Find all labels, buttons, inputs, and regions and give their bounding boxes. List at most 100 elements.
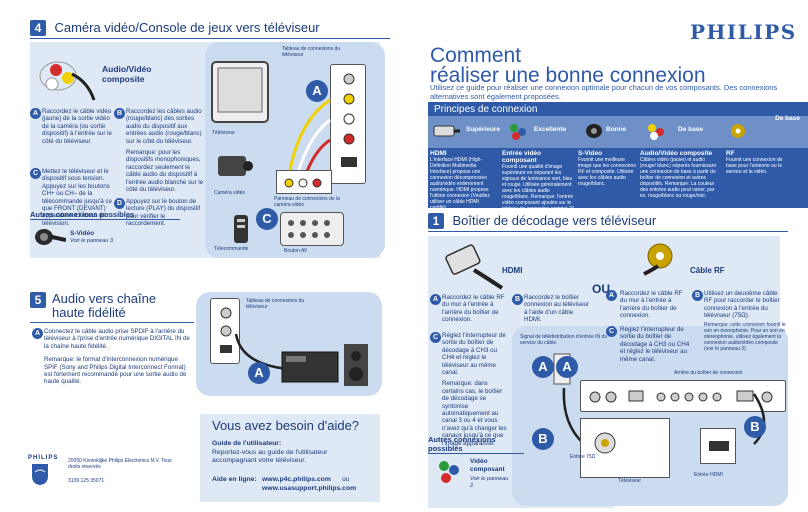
rf-instr-C: C Réglez l'interrupteur de sortie du boî… (606, 326, 690, 363)
col-svideo-text: Fournit une meilleure image que les conn… (578, 157, 636, 187)
hdmi-input-image (700, 428, 736, 464)
section5-rule (30, 322, 194, 323)
quality-1: Supérieure (466, 126, 500, 133)
av-cable-image (36, 52, 98, 102)
hdmi-instr-B-text: Raccordez le boîtier connexion au télévi… (524, 294, 590, 324)
s5-instr-A: A Connectez le câble audio prise SPDIF à… (32, 328, 192, 386)
svideo-cable-icon (582, 120, 612, 142)
rf-instr-A: A Raccordez le câble RF du mur à l'entré… (606, 290, 690, 320)
section5-title: Audio vers chaîne haute fidélité (52, 291, 157, 320)
component-plug-image (434, 456, 468, 486)
hdmi-note: Remarque: dans certains cas, le boîtier … (442, 380, 507, 447)
instr-B: B Raccordez les câbles audio (rouge/blan… (114, 108, 206, 193)
televiseur-label: Téléviseur (618, 478, 642, 484)
rf-instr-B-text: Utilisez un deuxième câble RF pour racco… (704, 290, 780, 320)
step-B-badge: B (114, 108, 125, 119)
help-guide-heading: Guide de l'utilisateur: (212, 440, 282, 447)
help-guide-text: Reportez-vous au guide de l'utilisateur … (212, 449, 328, 464)
help-box (200, 414, 380, 502)
tv-label: Téléviseur (212, 130, 236, 136)
instr-A-text: Raccordez le câble vidéo (jaune) de la s… (42, 108, 112, 145)
svideo-sub: Voir le panneau 3. (70, 238, 115, 244)
rf-note: Remarque: cette connexion fournit le son… (704, 321, 786, 352)
left-page: 4 Caméra vidéo/Console de jeux vers télé… (28, 19, 390, 502)
rf-step-A-badge: A (606, 290, 617, 301)
col-svideo-heading: S-Video (578, 150, 603, 157)
section5-header: 5 Audio vers chaîne haute fidélité (30, 292, 190, 320)
av-cables-drawing (270, 90, 340, 180)
col-hdmi: HDMI L'interface HDMI (High-Definition M… (430, 150, 498, 211)
footer-code: 3139 125 35071 (68, 478, 105, 484)
hifi-image (272, 342, 372, 388)
instr-D: D Appuyez sur le bouton de lecture (PLAY… (114, 198, 206, 228)
remote-keypad-image (280, 212, 344, 246)
cable-box-back-image (580, 380, 786, 412)
s5-step-A-badge: A (32, 328, 43, 339)
step-D-badge: D (114, 198, 125, 209)
tv-connector-panel (330, 64, 366, 184)
col-hdmi-heading: HDMI (430, 150, 447, 157)
remote-label: Télecommande (214, 246, 249, 252)
quality-5: De base (775, 115, 800, 122)
instr-B-note: Remarque: pour les dispositifs monophoni… (126, 149, 204, 194)
help-url1[interactable]: www.p4c.philips.com (262, 476, 331, 483)
rf-plug-image (636, 240, 690, 280)
s5-note: Remarque: le format d'interconnexion num… (44, 356, 187, 386)
col-svideo: S-Video Fournit une meilleure image que … (578, 150, 636, 187)
or-label: OU (592, 282, 610, 296)
help-online-heading: Aide en ligne: (212, 476, 257, 483)
col-composite-text: Câbles vidéo (jaune) et audio (rouge/ bl… (640, 157, 716, 199)
section4-title: Caméra vidéo/Console de jeux vers télévi… (54, 20, 320, 35)
instr-C: C Mettez le téléviseur et le dispositif … (30, 168, 114, 227)
diagram-A-marker: A (306, 80, 328, 102)
help-url2[interactable]: www.usasupport.philips.com (262, 485, 357, 492)
step-A-badge: A (30, 108, 41, 119)
hdmi-instr-C-text: Réglez l'interrupteur de sortie du boîti… (442, 332, 506, 377)
component-cable-icon (506, 120, 536, 142)
rf-instr-C-text: Réglez l'interrupteur de sortie du boîti… (620, 326, 690, 363)
diagram-B-right: B (744, 416, 766, 438)
col-rf-text: Fournit une connexion de base pour l'ant… (726, 157, 783, 175)
footer-shield-logo (30, 462, 50, 486)
entree-hdmi-label: Entrée HDMI (694, 472, 723, 478)
signal-label: Signal de télédistribution d'entrée IN d… (520, 334, 608, 346)
cable-rf-label: Câble RF (690, 266, 725, 275)
diagram-A-left: A (532, 356, 554, 378)
av-button-label: Bouton AV (284, 248, 308, 254)
composite-cable-icon (644, 120, 674, 142)
vc-sub: Voir le panneau 2. (470, 476, 509, 489)
hdmi-plug-image (442, 240, 504, 290)
right-autres-title: Autres connexions possibles (428, 435, 524, 455)
section4-header: 4 Caméra vidéo/Console de jeux vers télé… (30, 19, 390, 39)
s5-instr-A-text: Connectez le câble audio prise SPDIF à l… (44, 328, 190, 350)
quality-3: Bonne (606, 126, 627, 133)
section5-number: 5 (30, 292, 46, 308)
section4-number: 4 (30, 20, 46, 36)
s5-panel-label: Tableau de connexions du téléviseur (246, 298, 305, 310)
s5-tv-panel-image (210, 298, 240, 364)
cam-label: Caméra vidéo (214, 190, 246, 196)
hdmi-step-B-badge: B (512, 294, 523, 305)
tv-image (210, 60, 272, 128)
hdmi-instr-C: C Réglez l'interrupteur de sortie du boî… (430, 332, 510, 447)
instr-B-text: Raccordez les câbles audio (rouge/blanc)… (126, 108, 202, 145)
section1-number: 1 (428, 213, 444, 229)
camcorder-image (214, 148, 254, 184)
right-intro: Utilisez ce guide pour réaliser une conn… (430, 83, 778, 101)
rf-instr-A-text: Raccordez le câble RF du mur à l'entrée … (620, 290, 683, 320)
col-hdmi-text: L'interface HDMI (High-Definition Multim… (430, 157, 490, 211)
section1-header: 1 Boîtier de décodage vers téléviseur (428, 212, 788, 232)
hdmi-step-A-badge: A (430, 294, 441, 305)
av-title: Audio/Vidéo composite (102, 64, 152, 84)
instr-D-text: Appuyez sur le bouton de lecture (PLAY) … (126, 198, 201, 228)
autres-title: Autres connexions possibles (30, 210, 180, 220)
col-component: Entrée vidéo composant Fournit une quali… (502, 150, 574, 218)
entree75-label: Entrée 75Ω (570, 454, 596, 460)
help-title: Vous avez besoin d'aide? (212, 418, 360, 433)
help-or: ou (342, 476, 350, 483)
quality-4: De base (678, 126, 703, 133)
diagram-C-marker: C (256, 208, 278, 230)
remote-image (232, 214, 252, 244)
rf-step-C-badge: C (606, 326, 617, 337)
tv-panel-label: Tableau de connexions du téléviseur (282, 46, 341, 58)
